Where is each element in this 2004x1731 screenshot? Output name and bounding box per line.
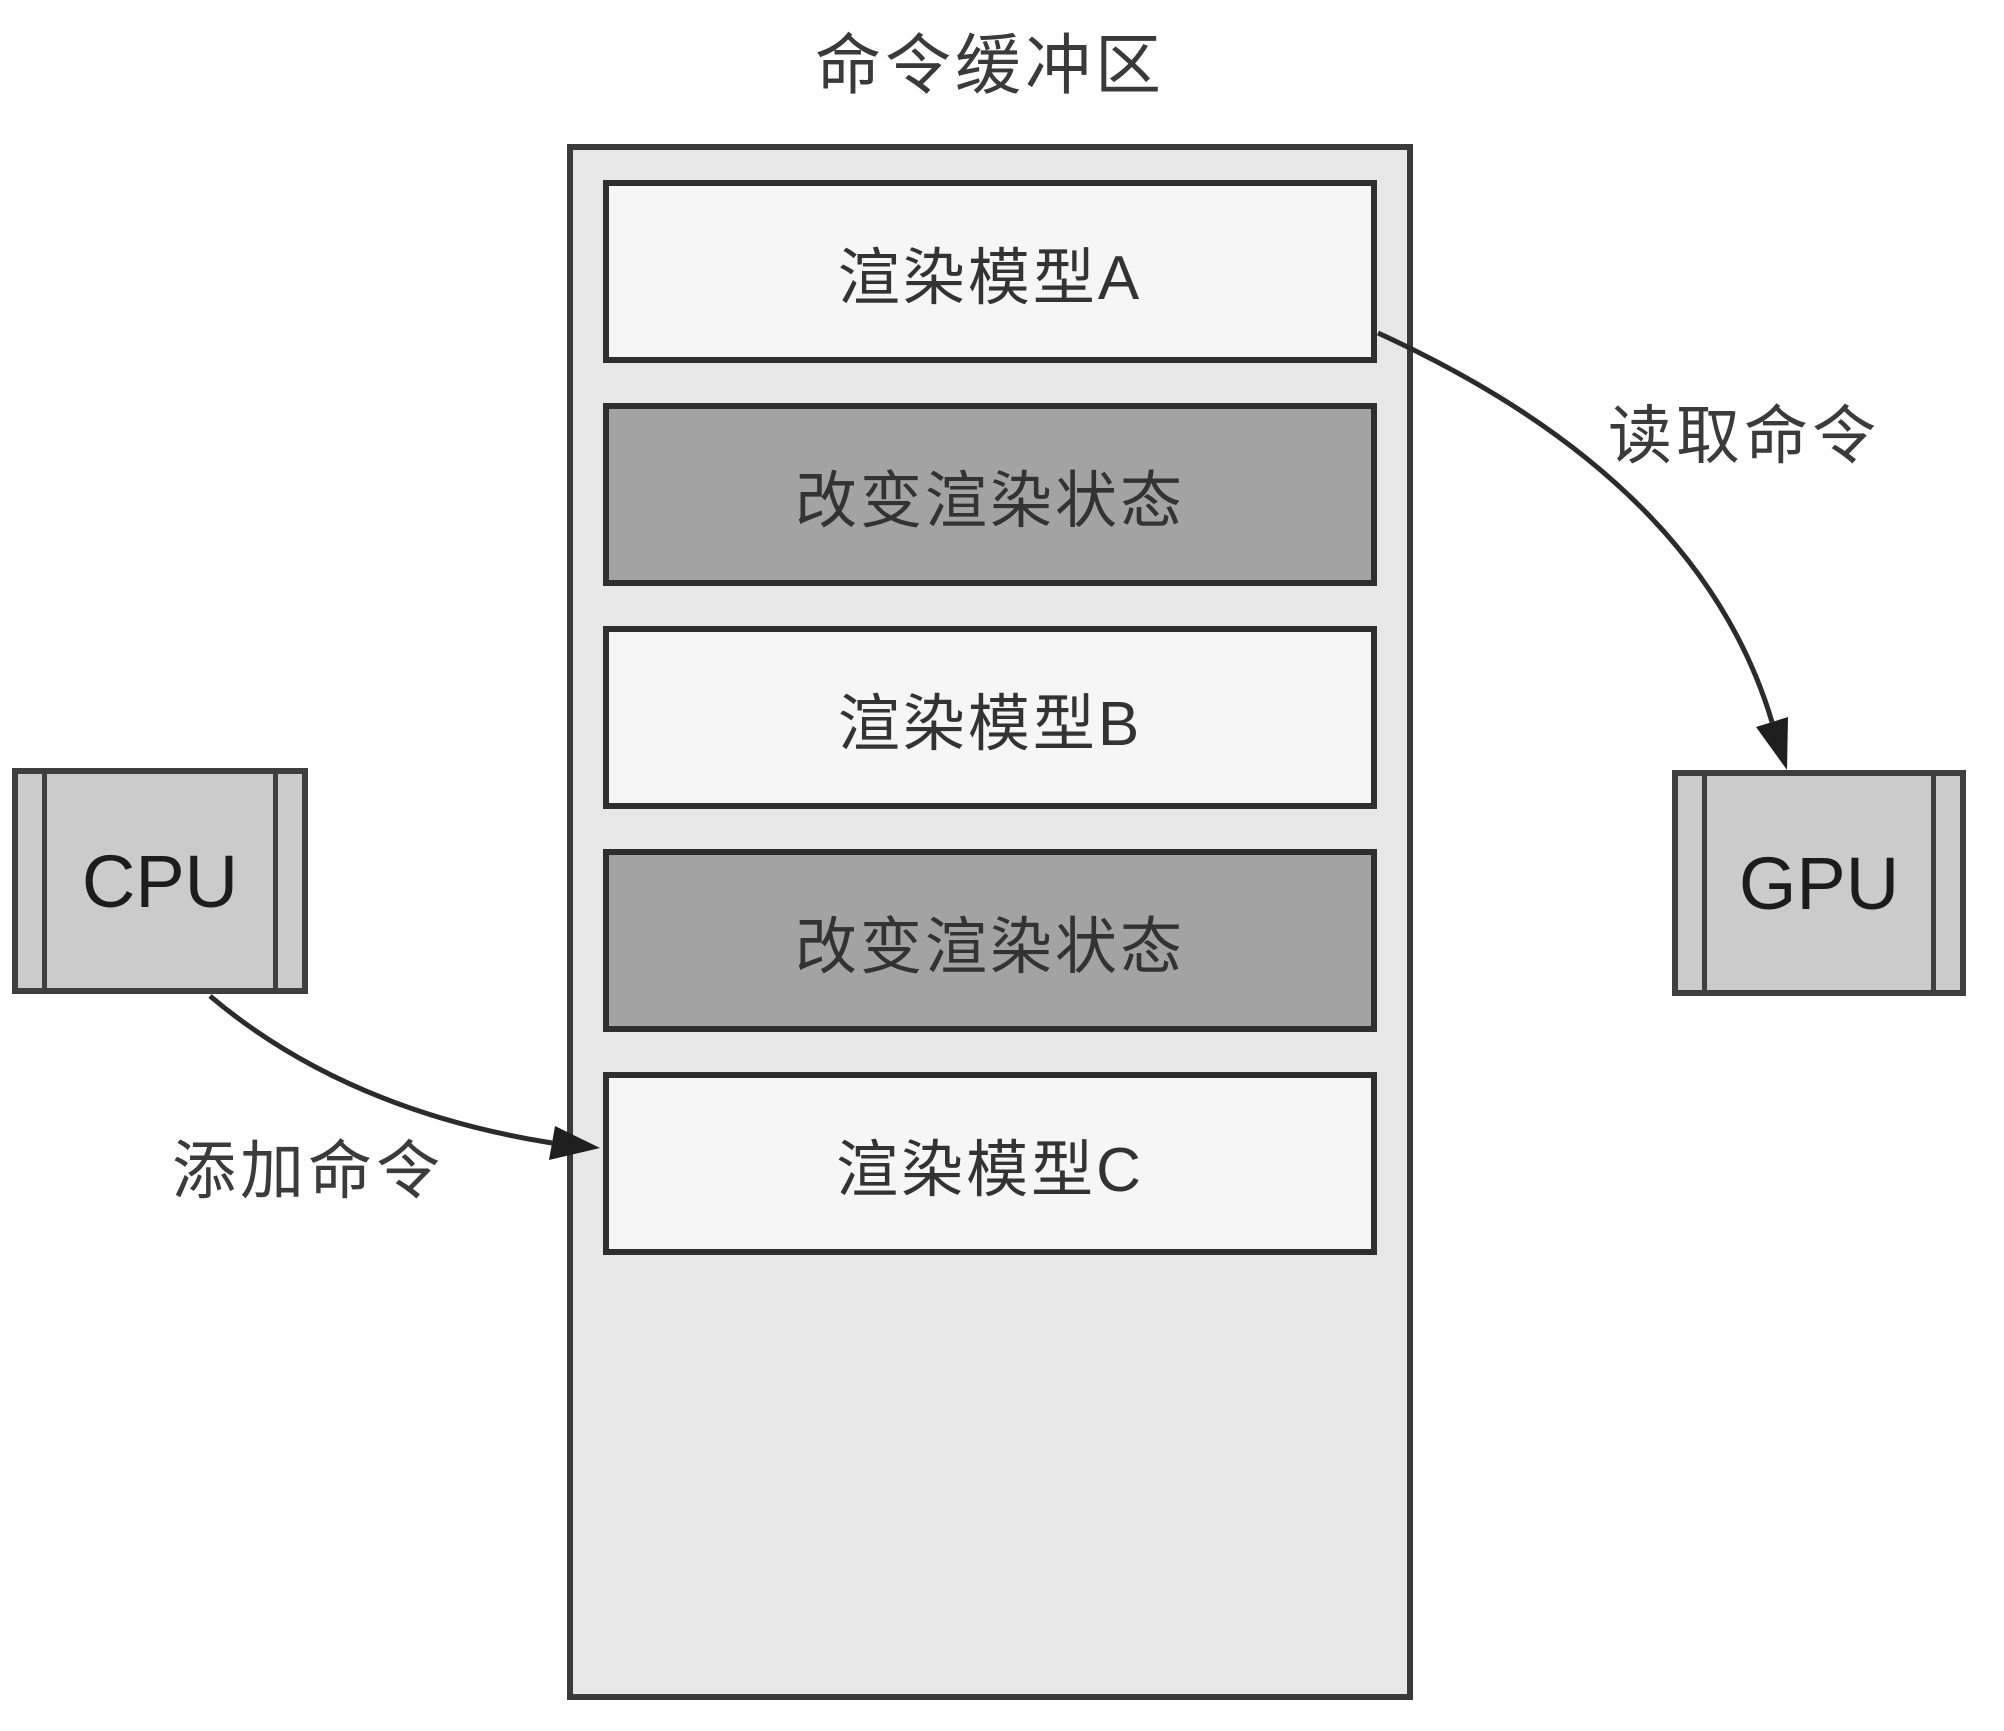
cpu-chip-inner-line-right — [273, 774, 278, 988]
cpu-chip-inner-line-left — [42, 774, 47, 988]
read-command-arrowhead-icon — [1756, 717, 1788, 770]
read-command-label: 读取命令 — [1608, 400, 1880, 472]
buffer-slot-change-render-state-1: 改变渲染状态 — [603, 403, 1377, 586]
buffer-slot-render-model-a: 渲染模型A — [603, 180, 1377, 363]
add-command-label: 添加命令 — [172, 1135, 444, 1207]
buffer-slot-change-render-state-2: 改变渲染状态 — [603, 849, 1377, 1032]
command-buffer-box: 渲染模型A 改变渲染状态 渲染模型B 改变渲染状态 渲染模型C — [567, 144, 1413, 1700]
gpu-chip: GPU — [1672, 770, 1966, 996]
buffer-slot-render-model-b: 渲染模型B — [603, 626, 1377, 809]
cpu-label: CPU — [81, 839, 239, 923]
gpu-chip-inner-line-right — [1931, 776, 1936, 990]
cpu-chip: CPU — [12, 768, 308, 994]
buffer-slot-render-model-c: 渲染模型C — [603, 1072, 1377, 1255]
page-title: 命令缓冲区 — [815, 28, 1165, 102]
gpu-chip-inner-line-left — [1702, 776, 1707, 990]
gpu-label: GPU — [1738, 841, 1900, 925]
